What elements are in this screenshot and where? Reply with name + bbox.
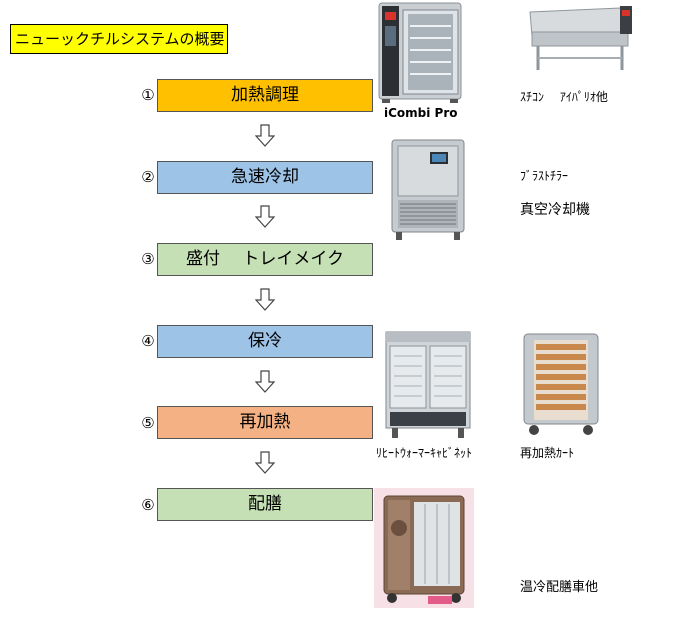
delivery-cart-label: 温冷配膳車他 [520,580,599,595]
step-serving: 配膳 [157,488,373,521]
reheat-cart-label: 再加熱ｶｰﾄ [520,446,575,460]
down-arrow-icon [255,205,275,228]
step-number-4: ④ [141,332,155,350]
page-title: ニューックチルシステムの概要 [10,24,228,54]
step-number-1: ① [141,86,155,104]
down-arrow-icon [255,124,275,147]
steam-pan-label: ｽﾁｺﾝ ｱｲﾊﾟﾘｵ他 [520,90,608,104]
step-number-3: ③ [141,250,155,268]
step-plating-tray-make: 盛付 トレイメイク [157,243,373,276]
step-number-6: ⑥ [141,496,155,514]
vacuum-cooler-label: 真空冷却機 [520,202,590,218]
step-number-5: ⑤ [141,414,155,432]
step-heating: 加熱調理 [157,79,373,112]
step-reheating: 再加熱 [157,406,373,439]
step-number-2: ② [141,168,155,186]
down-arrow-icon [255,370,275,393]
step-cold-holding: 保冷 [157,325,373,358]
down-arrow-icon [255,288,275,311]
step-rapid-cooling: 急速冷却 [157,161,373,194]
blast-chiller-image [391,139,465,240]
delivery-cart-image [374,488,474,608]
reheat-cart-image [523,333,599,435]
reheat-cabinet-image [385,331,471,438]
down-arrow-icon [255,451,275,474]
blast-chiller-label: ﾌﾞﾗｽﾄﾁﾗｰ [520,169,569,183]
combi-brand-label: iCombi Pro [384,106,458,120]
reheat-cabinet-label: ﾘﾋｰﾄｳｫｰﾏｰｷｬﾋﾞﾈｯﾄ [376,446,473,460]
tilting-pan-image [529,6,632,70]
combi-oven-image [378,2,462,103]
